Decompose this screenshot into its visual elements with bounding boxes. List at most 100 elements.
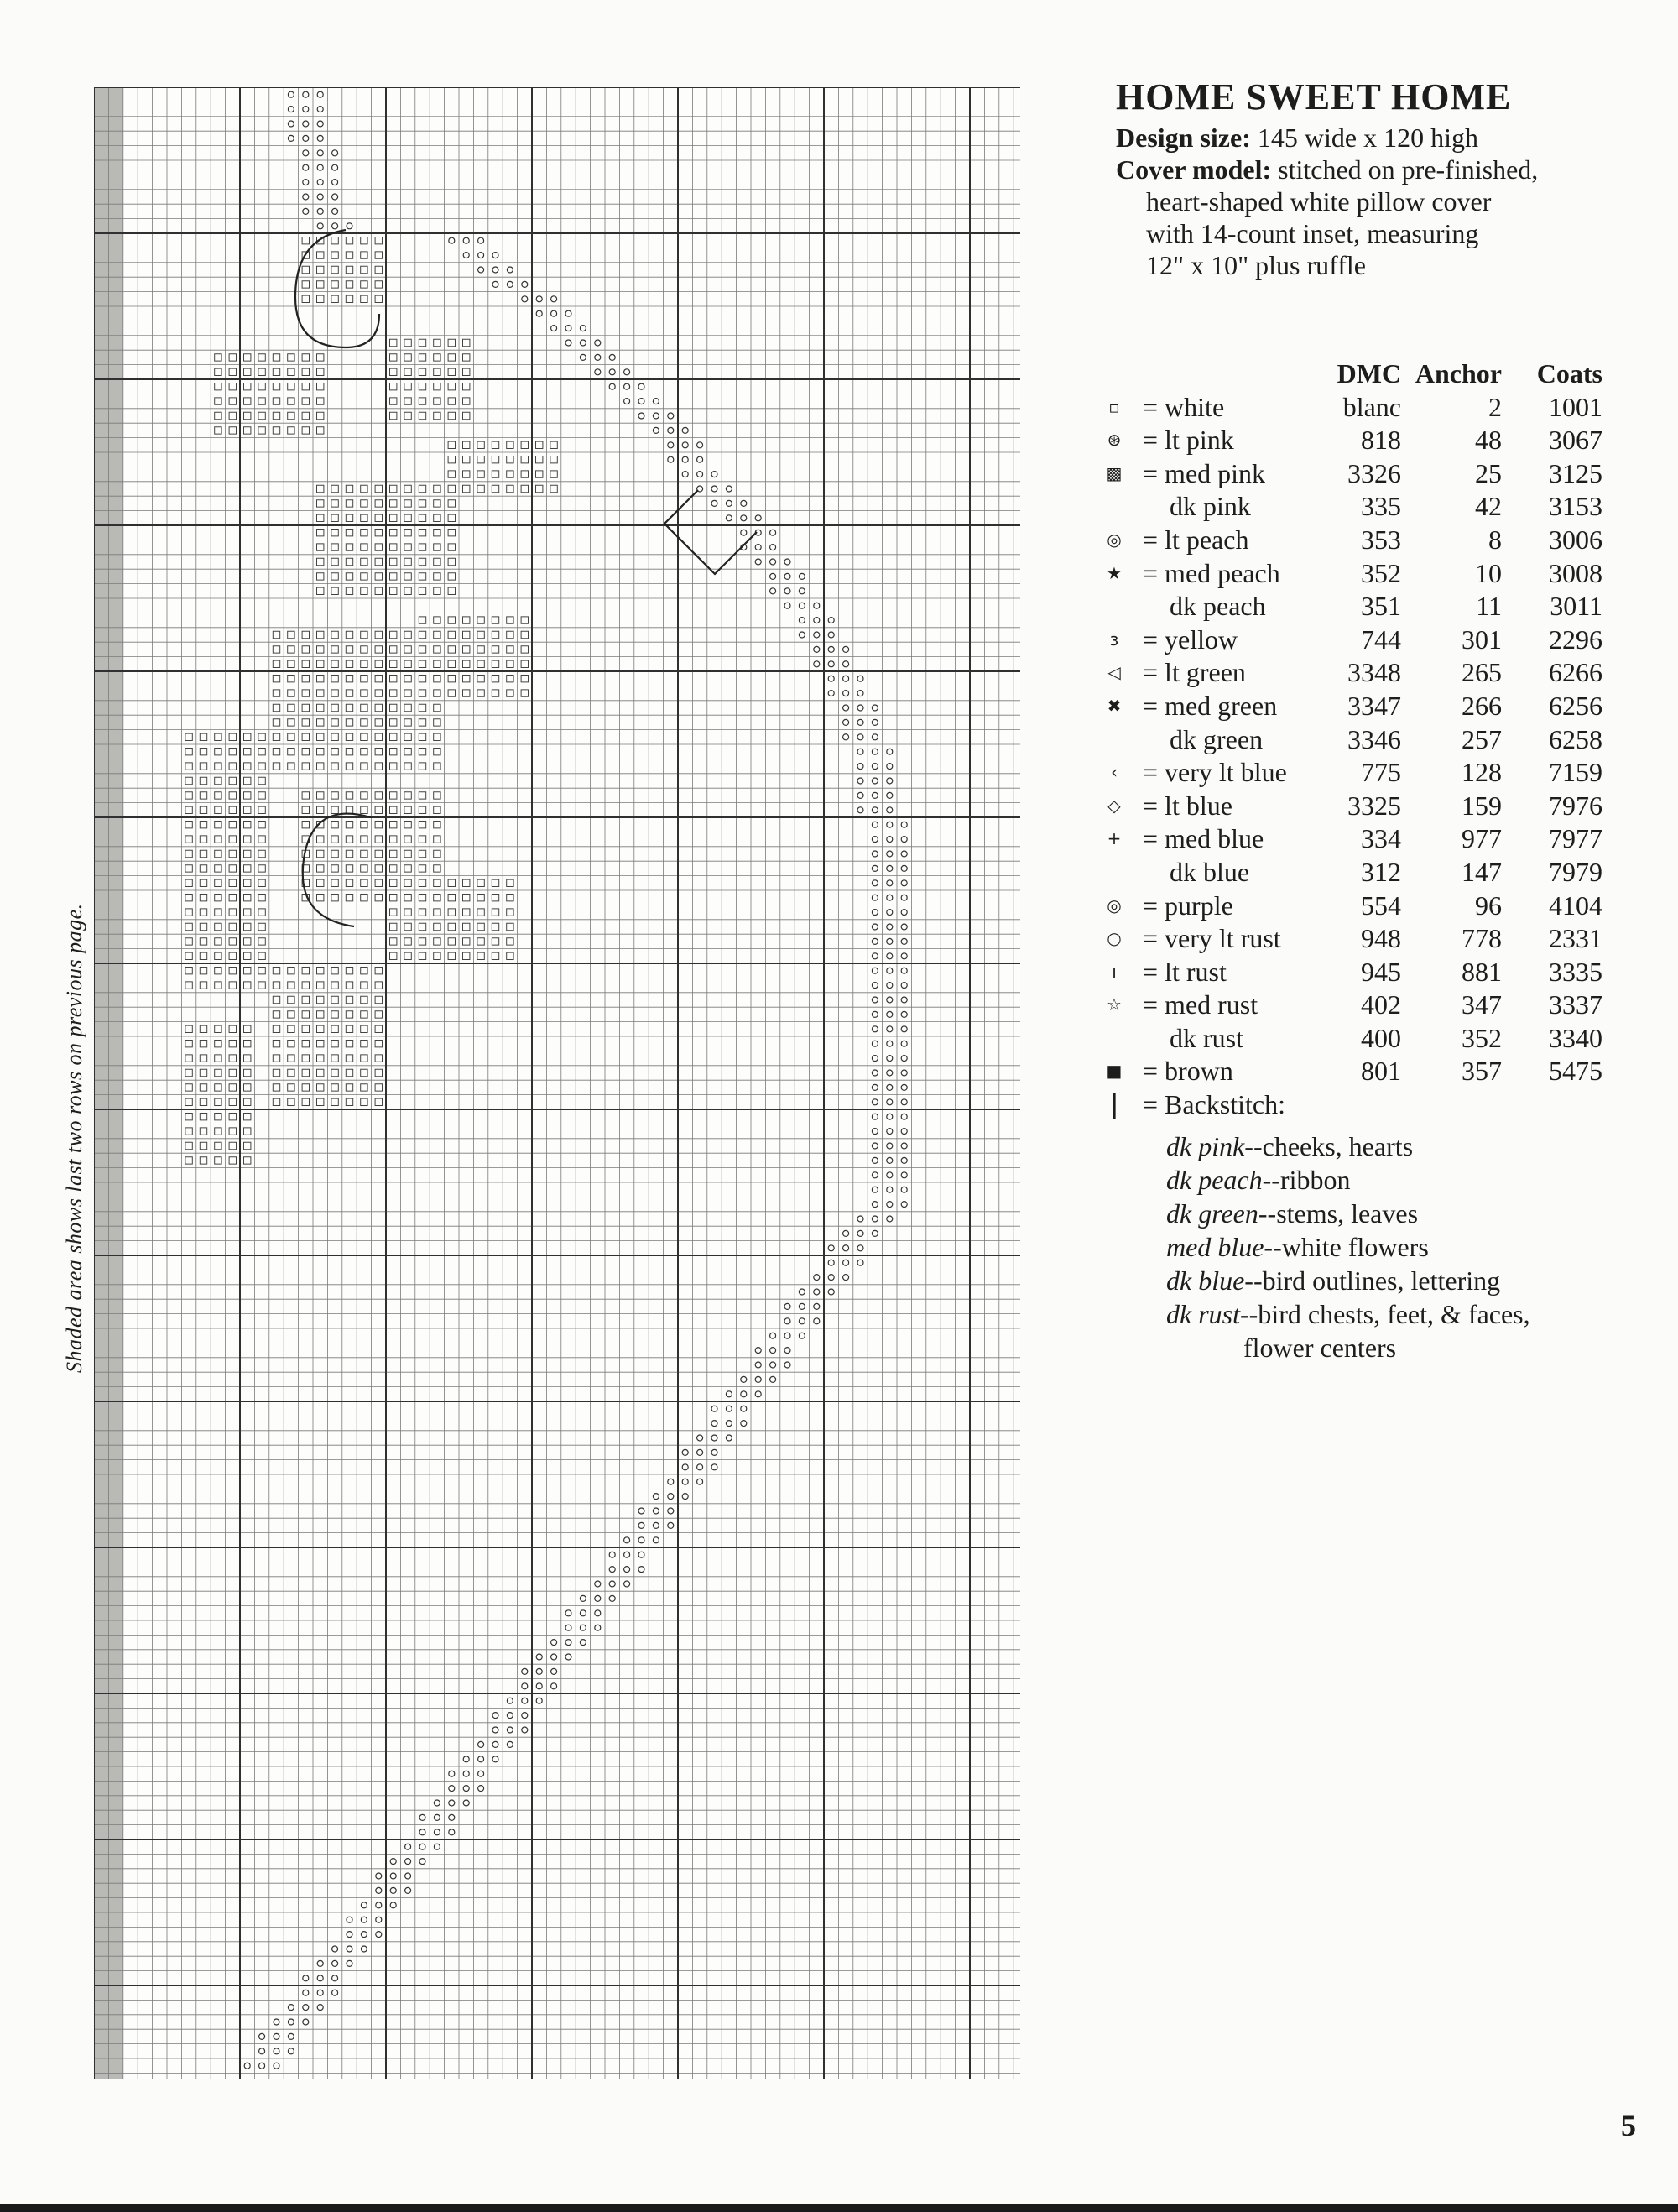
anchor-number: 147 bbox=[1462, 856, 1502, 887]
anchor-number: 25 bbox=[1475, 457, 1502, 488]
thread-color-label: lt peach bbox=[1165, 524, 1249, 555]
anchor-number: 881 bbox=[1462, 956, 1502, 987]
coats-number: 7159 bbox=[1549, 757, 1602, 788]
stitch-symbol-icon: ⊛ bbox=[1107, 430, 1122, 451]
anchor-number: 11 bbox=[1476, 591, 1502, 622]
thread-color-label: med green bbox=[1165, 690, 1278, 721]
dmc-number: 335 bbox=[1361, 491, 1401, 522]
thread-color-label: lt rust bbox=[1165, 956, 1227, 987]
thread-color-label: dk peach bbox=[1170, 591, 1266, 622]
color-key-row: dk blue 312 147 7979 bbox=[1099, 856, 1653, 889]
thread-color-label: white bbox=[1165, 391, 1225, 422]
coats-number: 3008 bbox=[1549, 557, 1602, 588]
anchor-number: 10 bbox=[1475, 557, 1502, 588]
dmc-number: 3326 bbox=[1347, 457, 1401, 488]
anchor-number: 778 bbox=[1462, 923, 1502, 954]
dmc-number: 400 bbox=[1361, 1022, 1401, 1053]
anchor-number: 96 bbox=[1475, 889, 1502, 921]
anchor-number: 266 bbox=[1462, 690, 1502, 721]
backstitch-use: --bird outlines, lettering bbox=[1244, 1265, 1501, 1296]
thread-color-name: = brown bbox=[1143, 1055, 1233, 1088]
backstitch-item: dk green--stems, leaves bbox=[1166, 1197, 1670, 1230]
stitch-symbol-icon: + bbox=[1107, 828, 1122, 849]
coats-header: Coats bbox=[1536, 358, 1602, 389]
backstitch-use: --ribbon bbox=[1262, 1165, 1351, 1195]
cover-model-line: stitched on pre-finished, bbox=[1278, 154, 1539, 185]
dmc-header: DMC bbox=[1337, 358, 1401, 389]
grid-ten-lines bbox=[94, 87, 1020, 2079]
thread-color-name: = lt green bbox=[1143, 656, 1246, 690]
thread-color-name: dk blue bbox=[1170, 856, 1249, 889]
coats-number: 7979 bbox=[1549, 856, 1602, 887]
equals-sign: = bbox=[1143, 524, 1165, 555]
thread-color-name: = very lt blue bbox=[1143, 756, 1287, 790]
coats-number: 6258 bbox=[1549, 723, 1602, 754]
thread-color-label: lt blue bbox=[1165, 790, 1232, 821]
backstitch-color: dk peach bbox=[1166, 1165, 1263, 1195]
backstitch-icon: | bbox=[1109, 1090, 1119, 1120]
cover-model: Cover model: stitched on pre-finished, bbox=[1116, 154, 1653, 185]
thread-color-label: brown bbox=[1165, 1056, 1233, 1087]
anchor-header: Anchor bbox=[1415, 358, 1502, 389]
backstitch-item: med blue--white flowers bbox=[1166, 1230, 1670, 1264]
stitch-symbol-icon: ◎ bbox=[1107, 529, 1122, 550]
thread-color-name: = yellow bbox=[1143, 623, 1238, 657]
anchor-number: 48 bbox=[1475, 425, 1502, 456]
stitch-symbol-icon: ɜ bbox=[1109, 629, 1119, 650]
thread-color-name: = med pink bbox=[1143, 457, 1265, 491]
anchor-number: 128 bbox=[1462, 757, 1502, 788]
coats-number: 3011 bbox=[1550, 591, 1602, 622]
thread-color-label: dk blue bbox=[1170, 856, 1250, 887]
backstitch-use: --white flowers bbox=[1264, 1232, 1429, 1262]
equals-sign: = bbox=[1143, 391, 1165, 422]
page-title: HOME SWEET HOME bbox=[1116, 76, 1512, 117]
anchor-number: 2 bbox=[1488, 391, 1502, 422]
backstitch-swirl bbox=[294, 228, 381, 349]
stitch-symbol-icon: ◁ bbox=[1107, 662, 1121, 683]
equals-sign: = bbox=[1143, 623, 1165, 655]
coats-number: 6256 bbox=[1549, 690, 1602, 721]
stitch-symbol-icon: ☆ bbox=[1107, 994, 1122, 1015]
thread-color-label: med peach bbox=[1165, 557, 1280, 588]
thread-color-label: med rust bbox=[1165, 989, 1258, 1020]
cover-model-line: with 14-count inset, measuring bbox=[1146, 218, 1479, 248]
stitch-symbol-icon: ▩ bbox=[1106, 462, 1123, 483]
coats-number: 3335 bbox=[1549, 956, 1602, 987]
backstitch-item: dk blue--bird outlines, lettering bbox=[1166, 1264, 1670, 1297]
dmc-number: 3325 bbox=[1347, 790, 1401, 821]
cover-model-line: heart-shaped white pillow cover bbox=[1146, 186, 1492, 217]
equals-sign: = bbox=[1143, 690, 1165, 721]
stitch-symbol-icon: ı bbox=[1112, 961, 1117, 982]
thread-color-label: very lt rust bbox=[1165, 923, 1281, 954]
anchor-number: 265 bbox=[1462, 657, 1502, 688]
equals-sign: = bbox=[1143, 557, 1165, 588]
thread-color-label: lt green bbox=[1165, 657, 1246, 688]
thread-color-name: dk pink bbox=[1170, 490, 1251, 524]
thread-color-name: dk green bbox=[1170, 723, 1263, 757]
thread-color-name: = purple bbox=[1143, 889, 1233, 923]
thread-color-name: = lt pink bbox=[1143, 424, 1234, 457]
thread-color-label: very lt blue bbox=[1165, 757, 1287, 788]
equals-sign: = bbox=[1143, 790, 1165, 821]
design-size: Design size: 145 wide x 120 high bbox=[1116, 122, 1653, 154]
coats-number: 3337 bbox=[1549, 989, 1602, 1020]
dmc-number: 312 bbox=[1361, 856, 1401, 887]
backstitch-color: med blue bbox=[1166, 1232, 1264, 1262]
backstitch-row: | = Backstitch: bbox=[1099, 1088, 1653, 1122]
coats-number: 5475 bbox=[1549, 1056, 1602, 1087]
backstitch-continuation: flower centers bbox=[1243, 1333, 1397, 1363]
thread-color-name: = med green bbox=[1143, 690, 1277, 723]
backstitch-item: dk rust--bird chests, feet, & faces, bbox=[1166, 1297, 1670, 1331]
dmc-number: 3347 bbox=[1347, 690, 1401, 721]
backstitch-color: dk pink bbox=[1166, 1131, 1245, 1161]
dmc-number: 3348 bbox=[1347, 657, 1401, 688]
anchor-number: 357 bbox=[1462, 1056, 1502, 1087]
anchor-number: 352 bbox=[1462, 1022, 1502, 1053]
